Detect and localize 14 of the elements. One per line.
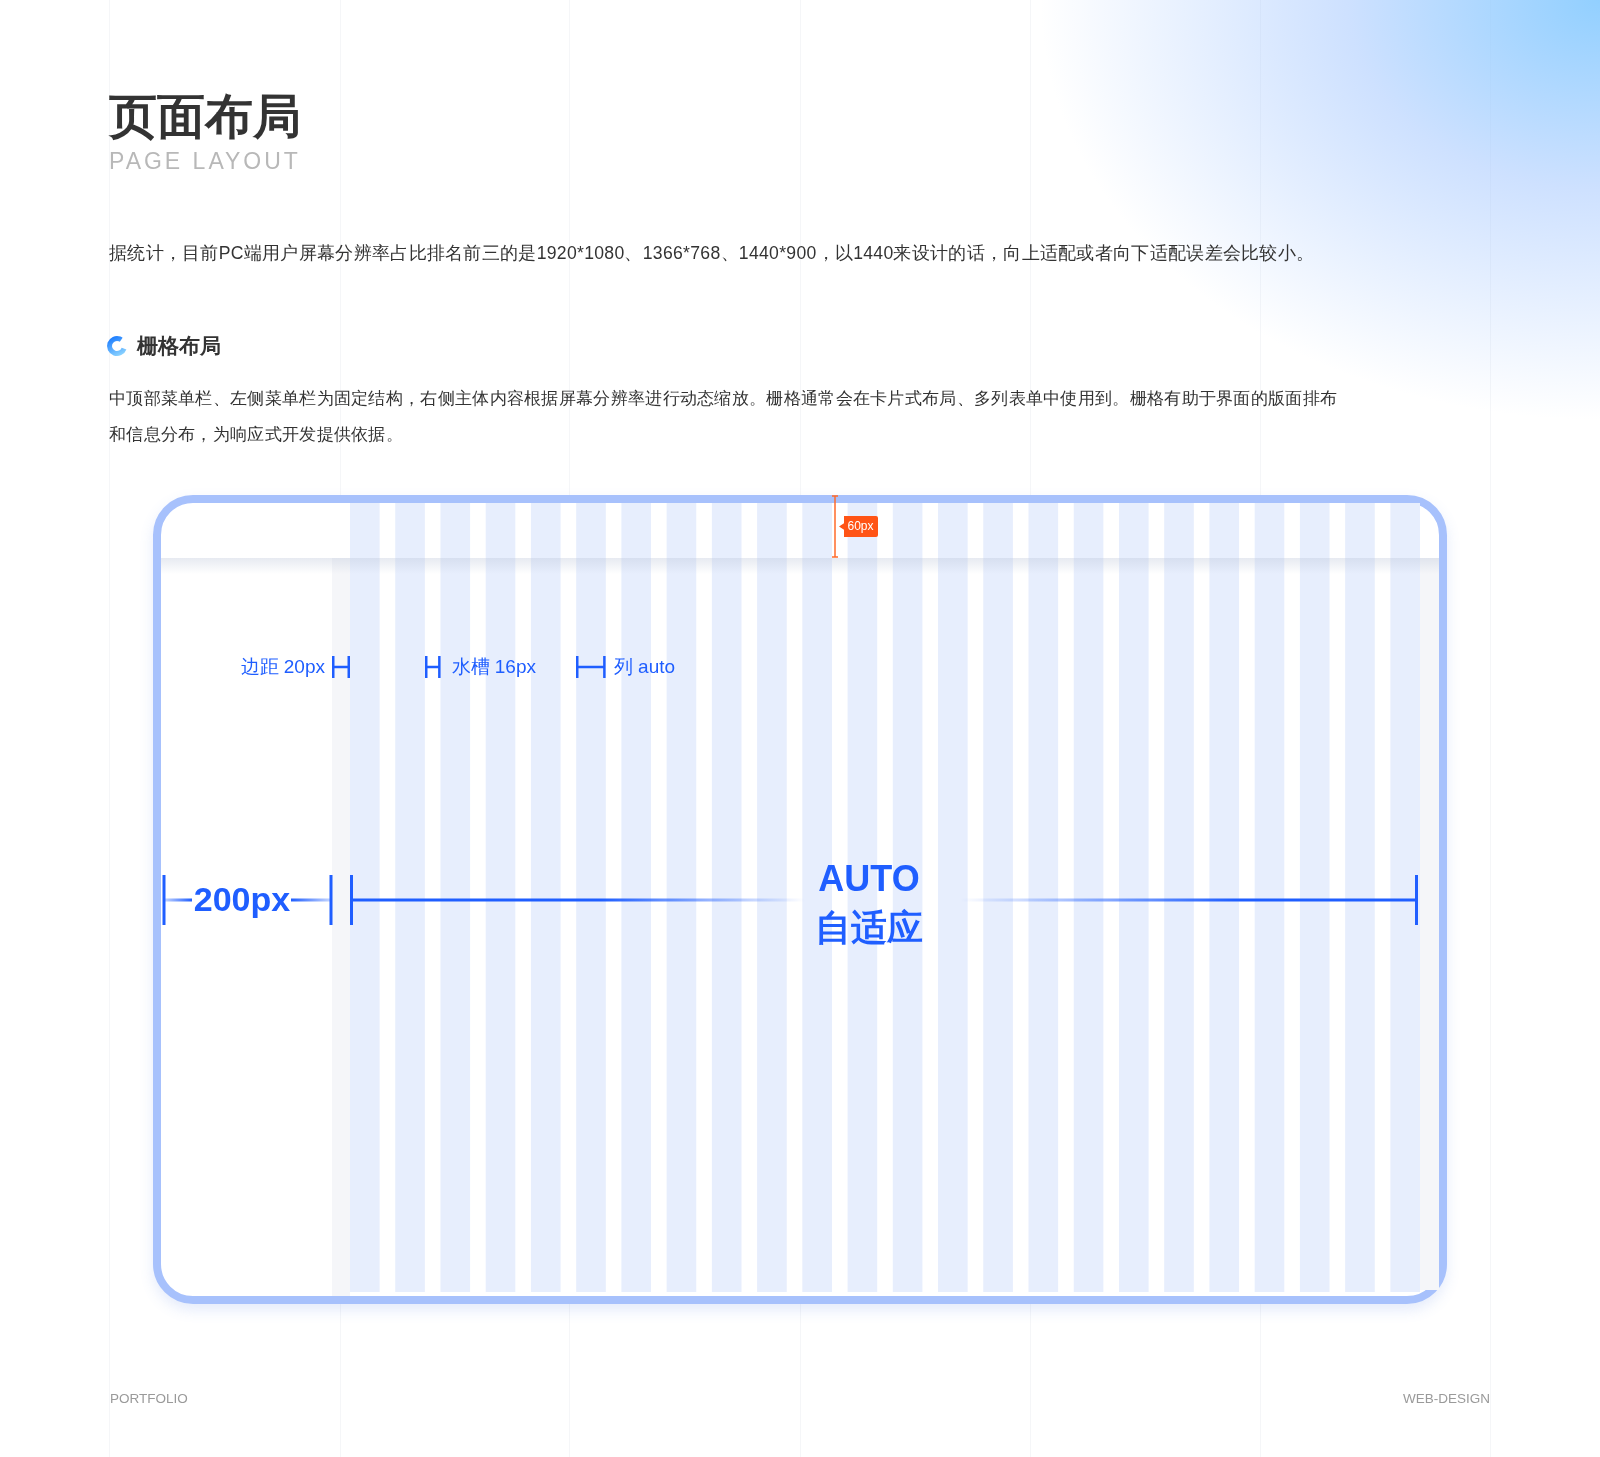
dimension-label: 列 auto	[613, 656, 676, 679]
intro-paragraph: 据统计，目前PC端用户屏幕分辨率占比排名前三的是1920*1080、1366*768、1440*900，以1440来设计的话，向上适配或者向下适配误差会比较小。	[109, 243, 1315, 265]
dimension-label: 200px	[193, 879, 291, 920]
section-paragraph: 中顶部菜单栏、左侧菜单栏为固定结构，右侧主体内容根据屏幕分辨率进行动态缩放。栅格通常会在卡片式布局、多列表单中使用到。栅格有助于界面的版面排布和信息分布，为响应式开发提供依据。	[109, 387, 1339, 446]
section-heading: 栅格布局	[137, 333, 221, 359]
dimension-label: AUTO	[818, 857, 920, 901]
dimension-label: 边距 20px	[240, 656, 325, 679]
page-subtitle: PAGE LAYOUT	[109, 148, 301, 176]
footer-text: WEB-DESIGN	[1403, 1391, 1490, 1408]
footer-text: PORTFOLIO	[110, 1391, 188, 1408]
dimension-label: 水槽 16px	[451, 656, 536, 679]
page-title: 页面布局	[109, 89, 301, 145]
dimension-label: 自适应	[815, 906, 923, 950]
dimension-label: 60px	[839, 516, 878, 537]
